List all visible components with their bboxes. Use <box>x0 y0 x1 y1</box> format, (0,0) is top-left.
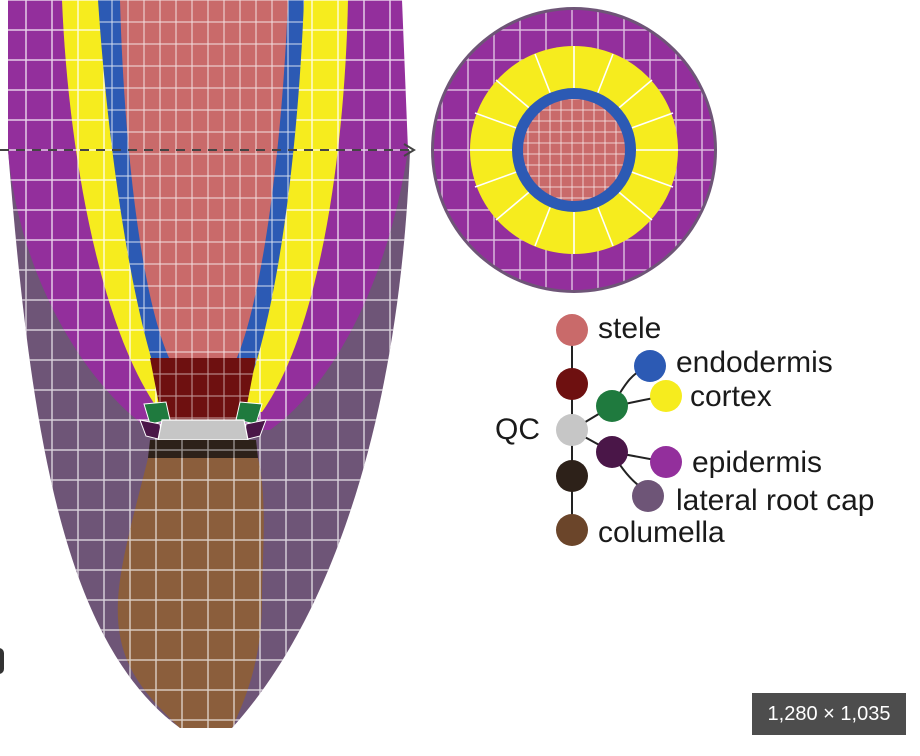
legend-dot-epidermis-lrc-initial <box>596 436 628 468</box>
legend-label-qc: QC <box>495 413 540 446</box>
legend-label-endodermis: endodermis <box>676 346 833 379</box>
legend-dot-endodermis <box>634 350 666 382</box>
legend-label-columella: columella <box>598 516 725 549</box>
legend-dot-stele-initial <box>556 368 588 400</box>
qc-cells <box>157 419 249 441</box>
legend-label-epidermis: epidermis <box>692 446 823 479</box>
cross-section <box>431 7 717 293</box>
legend-dot-cortex-endodermis-initial <box>596 390 628 422</box>
legend-dot-lateral-root-cap <box>632 480 664 512</box>
legend-label-cortex: cortex <box>690 380 772 413</box>
legend-dot-columella-initial <box>556 460 588 492</box>
left-edge-control <box>0 648 4 674</box>
legend-dot-columella <box>556 514 588 546</box>
legend-dot-stele <box>556 314 588 346</box>
legend-dot-epidermis <box>650 446 682 478</box>
image-size-badge: 1,280 × 1,035 <box>752 693 906 735</box>
section-arrow <box>0 143 416 157</box>
legend-dot-cortex <box>650 380 682 412</box>
legend-label-stele: stele <box>598 312 662 345</box>
legend-label-lateral-root-cap: lateral root cap <box>676 484 875 517</box>
longitudinal-section <box>8 0 410 728</box>
legend-dot-qc <box>556 414 588 446</box>
